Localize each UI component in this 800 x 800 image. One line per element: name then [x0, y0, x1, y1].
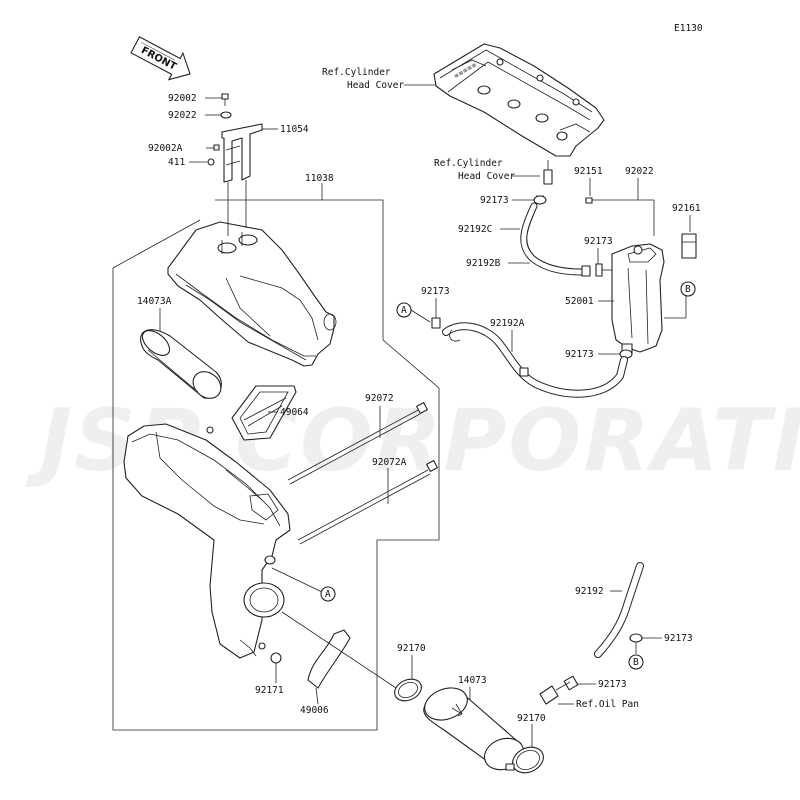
air-cleaner-cover [167, 180, 337, 367]
label-11038: 11038 [305, 173, 334, 184]
air-cleaner-case [123, 423, 291, 659]
label-92072A: 92072A [372, 457, 407, 468]
clip-92173-lower [563, 675, 579, 691]
label-92192C: 92192C [458, 224, 492, 235]
hose-clamp-92170-bottom [505, 746, 544, 774]
cable-tie-92072A [297, 460, 438, 545]
label-92022-top: 92022 [168, 110, 197, 121]
clip-92173-right [629, 633, 643, 643]
front-arrow-icon: FRONT [130, 36, 191, 81]
filter-element-14073A [140, 329, 222, 399]
label-92173-mid: 92173 [584, 236, 613, 247]
clip-92173-top [533, 195, 547, 205]
label-49006: 49006 [300, 705, 329, 716]
label-92151: 92151 [574, 166, 603, 177]
washer-92022 [205, 111, 232, 119]
label-92192: 92192 [575, 586, 604, 597]
label-49064: 49064 [280, 407, 309, 418]
clip-92173-mid [581, 263, 612, 277]
callout-B-tank-label: B [685, 284, 691, 295]
label-411: 411 [168, 157, 185, 168]
cushion-92161 [681, 233, 697, 259]
label-14073: 14073 [458, 675, 487, 686]
hose-92192A [442, 322, 628, 398]
label-92170-top: 92170 [397, 643, 426, 654]
label-92171: 92171 [255, 685, 284, 696]
gasket-49064 [231, 385, 297, 441]
hose-49006 [307, 629, 351, 705]
bolt-92002A [206, 144, 220, 151]
label-92173-lower: 92173 [598, 679, 627, 690]
ref-cylinder-head-cover-2-line2: Head Cover [458, 171, 515, 182]
label-92022-right: 92022 [625, 166, 654, 177]
label-92173-top: 92173 [480, 195, 509, 206]
label-92072: 92072 [365, 393, 394, 404]
hose-clamp-92170-top [394, 678, 422, 702]
callout-A-case [320, 586, 336, 602]
callout-B-hose-label: B [633, 657, 639, 668]
label-52001: 52001 [565, 296, 594, 307]
hose-92192C [520, 202, 586, 276]
ref-cylinder-head-cover-1-line1: Ref.Cylinder [322, 67, 391, 78]
callout-B-tank [680, 281, 696, 297]
label-11054: 11054 [280, 124, 309, 135]
cable-tie-92072 [287, 402, 428, 485]
ref-cylinder-head-cover-2-line1: Ref.Cylinder [434, 158, 503, 169]
cylinder-head-cover: ≡≡≡≡≡ [433, 43, 605, 157]
label-92002A: 92002A [148, 143, 183, 154]
label-92192A: 92192A [490, 318, 525, 329]
ref-oil-pan: Ref.Oil Pan [576, 699, 639, 710]
label-14073A: 14073A [137, 296, 172, 307]
label-92173-left: 92173 [421, 286, 450, 297]
hose-92192 [594, 562, 644, 658]
callout-A-hose-label: A [401, 305, 407, 316]
label-92192B: 92192B [466, 258, 501, 269]
breather-fitting [543, 160, 553, 185]
ref-cylinder-head-cover-1-line2: Head Cover [347, 80, 404, 91]
diagram-code: E1130 [674, 23, 703, 34]
label-92173-right: 92173 [664, 633, 693, 644]
clamp-92171 [270, 652, 282, 683]
label-92173-tank: 92173 [565, 349, 594, 360]
nut-411 [189, 158, 215, 166]
label-92170-bottom: 92170 [517, 713, 546, 724]
callout-A-case-label: A [325, 589, 331, 600]
bracket-11054 [221, 123, 278, 183]
filter-element-14073 [423, 687, 525, 771]
callout-B-hose [628, 654, 644, 670]
separator-tank-52001 [611, 243, 665, 355]
label-92161: 92161 [672, 203, 701, 214]
assembly-outline-11038 [112, 183, 440, 731]
bolt-92002 [205, 93, 229, 106]
screw-92151 [585, 197, 604, 204]
clip-92173-left [431, 317, 441, 329]
oil-pan-fitting [539, 681, 571, 705]
label-92002: 92002 [168, 93, 197, 104]
